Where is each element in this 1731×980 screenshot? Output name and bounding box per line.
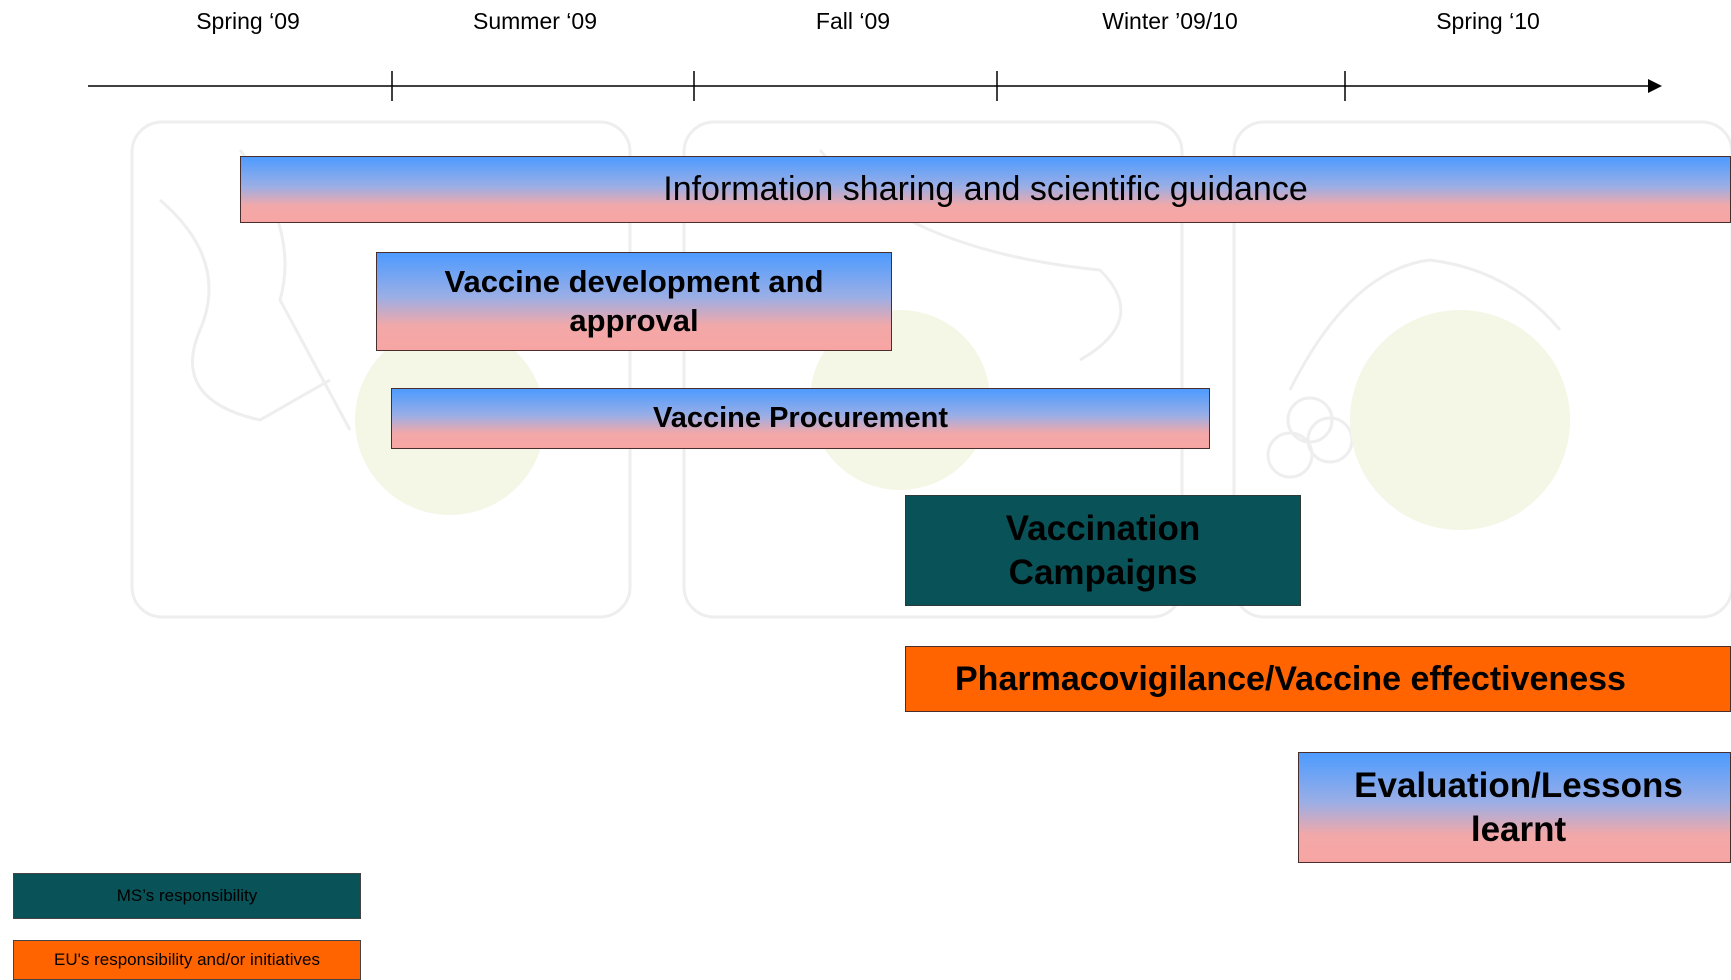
legend-eu: EU's responsibility and/or initiatives bbox=[13, 940, 361, 980]
period-label: Winter ’09/10 bbox=[1102, 8, 1238, 34]
bar-vaccine-procurement: Vaccine Procurement bbox=[391, 388, 1210, 449]
bar-evaluation: Evaluation/Lessons learnt bbox=[1298, 752, 1731, 863]
period-label: Summer ‘09 bbox=[473, 8, 597, 34]
legend-label: EU's responsibility and/or initiatives bbox=[54, 950, 320, 969]
bar-label: Vaccine development and approval bbox=[444, 263, 824, 338]
timeline-axis bbox=[88, 71, 1662, 101]
bar-information-sharing: Information sharing and scientific guida… bbox=[240, 156, 1731, 223]
bar-label: Information sharing and scientific guida… bbox=[663, 170, 1308, 209]
period-label: Spring ‘09 bbox=[196, 8, 300, 34]
legend-label: MS’s responsibility bbox=[116, 886, 258, 905]
axis-arrow-icon bbox=[1648, 79, 1662, 93]
bar-label: Vaccine Procurement bbox=[653, 402, 948, 435]
bar-vaccination-campaigns: Vaccination Campaigns bbox=[905, 495, 1301, 606]
bar-label: Pharmacovigilance/Vaccine effectiveness bbox=[955, 659, 1626, 698]
period-label: Fall ‘09 bbox=[815, 8, 891, 34]
bar-pharmacovigilance: Pharmacovigilance/Vaccine effectiveness bbox=[905, 646, 1731, 712]
bar-vaccine-development: Vaccine development and approval bbox=[376, 252, 892, 351]
period-label: Spring ‘10 bbox=[1436, 8, 1540, 34]
bar-label: Vaccination Campaigns bbox=[1005, 508, 1201, 592]
bar-label: Evaluation/Lessons learnt bbox=[1354, 765, 1683, 849]
legend-ms: MS’s responsibility bbox=[13, 873, 361, 919]
